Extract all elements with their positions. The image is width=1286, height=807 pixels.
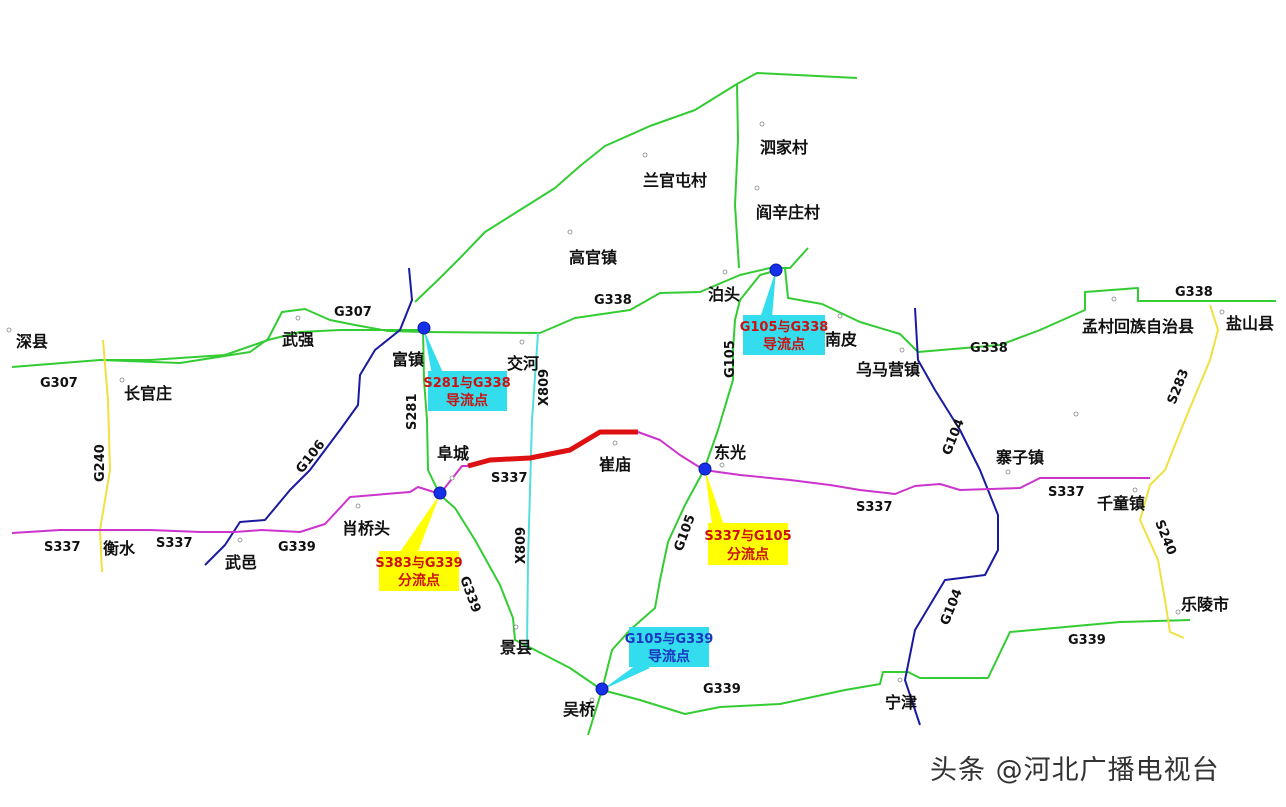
callout-fucheng: S383与G339 分流点 xyxy=(375,551,463,591)
callout-fucheng-line1: S383与G339 xyxy=(375,556,462,571)
callout-bozhou-line1: G105与G338 xyxy=(740,320,829,335)
label-mengcun: 孟村回族自治县 xyxy=(1082,317,1194,336)
road-s281: S281 xyxy=(405,394,420,431)
g104-road xyxy=(904,307,999,726)
label-yanxinzhuang: 阎辛庄村 xyxy=(756,203,820,222)
label-wuqiang: 武强 xyxy=(282,330,314,349)
callout-bozhou-line2: 导流点 xyxy=(763,336,805,353)
callout-fucheng-line2: 分流点 xyxy=(398,572,440,589)
road-g307-north: G307 xyxy=(334,305,372,320)
road-x809-south: X809 xyxy=(514,527,529,564)
road-g338-far: G338 xyxy=(1175,285,1213,300)
fucheng-pointer xyxy=(400,494,440,552)
hub-fuzhen xyxy=(417,321,431,335)
label-fuzhen: 富镇 xyxy=(392,350,424,369)
label-wuyi: 武邑 xyxy=(225,553,257,572)
g307-g338-north-road xyxy=(100,329,420,361)
hub-bozhou xyxy=(769,263,783,277)
g106-road xyxy=(204,267,413,566)
road-g105-north: G105 xyxy=(723,340,738,378)
watermark: 头条 @河北广播电视台 xyxy=(930,755,1220,786)
road-s337-mid1: S337 xyxy=(156,536,193,551)
fuzhen-pointer xyxy=(424,330,444,375)
callout-dongguang-line2: 分流点 xyxy=(727,546,769,563)
g240-road xyxy=(99,339,111,573)
dongguang-pointer xyxy=(705,470,724,525)
hub-dongguang xyxy=(698,462,712,476)
callout-wuqiao-line2: 导流点 xyxy=(648,648,690,665)
road-g104-south: G104 xyxy=(938,587,966,628)
hub-points xyxy=(417,263,783,696)
x809-road xyxy=(526,332,539,651)
label-yanshan: 盐山县 xyxy=(1226,314,1274,333)
road-g339-east: G339 xyxy=(1068,633,1106,648)
road-g307-west: G307 xyxy=(40,376,78,391)
g307-road xyxy=(11,308,426,368)
label-qiantong: 千童镇 xyxy=(1097,494,1145,513)
road-g240: G240 xyxy=(93,444,108,482)
label-jingxian: 景县 xyxy=(500,638,532,657)
g105-road xyxy=(587,269,779,736)
bozhou-pointer xyxy=(760,270,776,318)
callout-wuqiao: G105与G339 导流点 xyxy=(625,627,714,667)
label-wumaying: 乌马营镇 xyxy=(856,360,920,379)
road-g338-east: G338 xyxy=(970,341,1008,356)
label-zhaizi: 寨子镇 xyxy=(995,448,1044,467)
label-bozhou: 泊头 xyxy=(708,285,740,304)
label-languantun: 兰官屯村 xyxy=(643,171,707,190)
callout-fuzhen-line1: S281与G338 xyxy=(423,376,510,391)
label-dongguang: 东光 xyxy=(714,443,746,462)
road-g338-mid: G338 xyxy=(594,293,632,308)
callout-dongguang: S337与G105 分流点 xyxy=(704,523,792,565)
g338-nanpi-road xyxy=(784,267,1276,353)
callout-wuqiao-line1: G105与G339 xyxy=(625,632,714,647)
road-s337-east1: S337 xyxy=(856,500,893,515)
road-g339-fucheng: G339 xyxy=(456,574,483,615)
town-dots xyxy=(6,121,1225,703)
s337-east-road xyxy=(637,431,1150,495)
g339-east-road xyxy=(601,619,1191,715)
label-xiaoqiaotou: 肖桥头 xyxy=(342,519,390,538)
place-labels: 深县 长官庄 衡水 武强 富镇 交河 阜城 肖桥头 武邑 景县 吴桥 崔庙 东光… xyxy=(16,138,1274,719)
label-cuimiao: 崔庙 xyxy=(599,455,631,474)
road-s337-east2: S337 xyxy=(1048,485,1085,500)
hub-wuqiao xyxy=(595,682,609,696)
label-changguanzhuang: 长官庄 xyxy=(124,384,172,403)
label-nanpi: 南皮 xyxy=(825,330,857,349)
callout-pointers xyxy=(400,270,776,690)
label-wuqiao: 吴桥 xyxy=(563,700,596,719)
label-fucheng: 阜城 xyxy=(437,444,469,463)
label-sijiacun: 泗家村 xyxy=(760,138,808,157)
label-shenxian: 深县 xyxy=(16,332,48,351)
road-g106: G106 xyxy=(293,437,328,476)
hub-fucheng xyxy=(433,486,447,500)
wuqiao-pointer xyxy=(602,662,650,690)
sijiacun-road xyxy=(734,83,740,269)
road-g339-west: G339 xyxy=(278,540,316,555)
callout-dongguang-line1: S337与G105 xyxy=(704,529,791,544)
yellow-roads xyxy=(99,304,1219,639)
road-g339-wuqiao: G339 xyxy=(703,682,741,697)
green-roads xyxy=(11,72,1276,736)
s281-road xyxy=(422,327,603,691)
s283-s240-road xyxy=(1139,304,1219,639)
blue-roads xyxy=(204,267,999,726)
label-hengshui: 衡水 xyxy=(103,539,136,558)
road-x809-north: X809 xyxy=(537,369,552,406)
road-s337-mid2: S337 xyxy=(491,471,528,486)
road-s337-west: S337 xyxy=(44,540,81,555)
callout-fuzhen: S281与G338 导流点 xyxy=(423,371,511,411)
closed-segment xyxy=(467,429,638,469)
road-s283: S283 xyxy=(1165,367,1193,406)
road-s240: S240 xyxy=(1151,518,1179,557)
callout-bozhou: G105与G338 导流点 xyxy=(740,315,829,355)
label-laoling: 乐陵市 xyxy=(1181,595,1229,614)
callout-fuzhen-line2: 导流点 xyxy=(446,392,488,409)
label-gaoguan: 高官镇 xyxy=(569,248,617,267)
label-jiaohe: 交河 xyxy=(507,354,539,373)
road-g105-south: G105 xyxy=(672,513,699,554)
label-ningjin: 宁津 xyxy=(885,693,917,712)
